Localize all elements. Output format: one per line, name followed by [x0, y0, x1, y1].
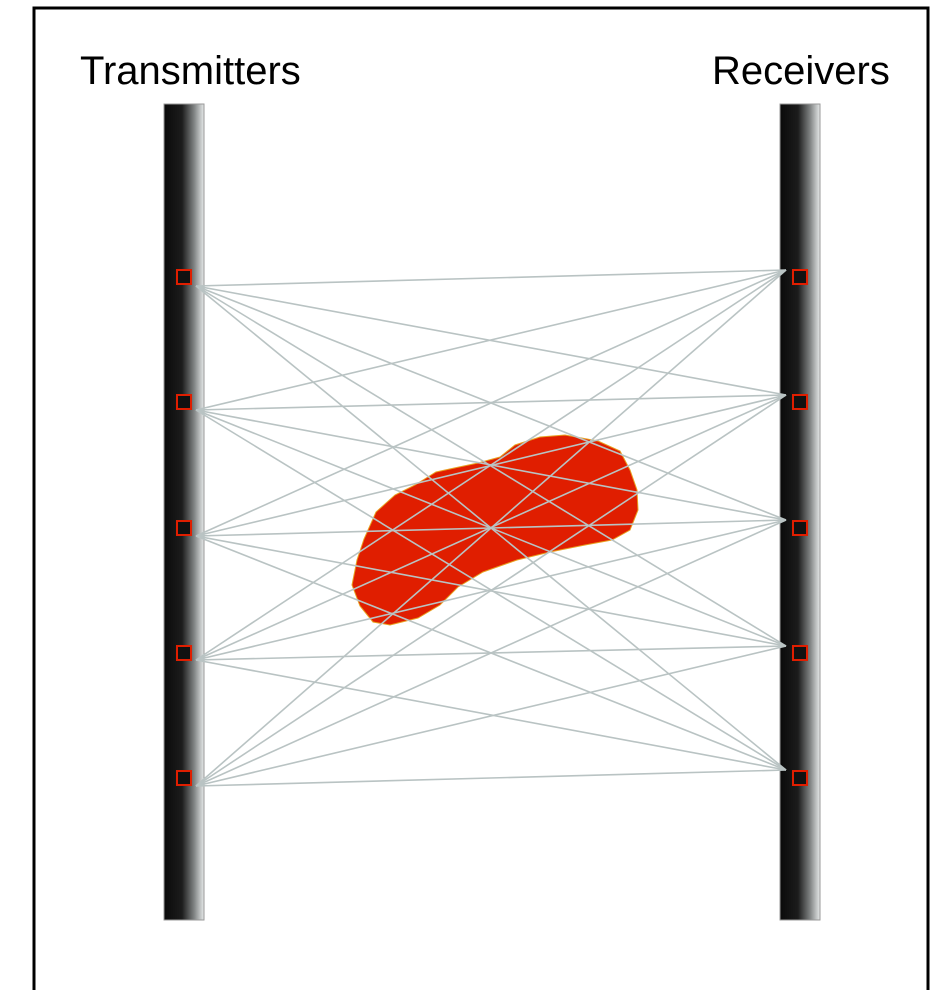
ray-t1-r1 [195, 269, 787, 287]
receiver-sensor-r1 [792, 269, 808, 285]
transmitter-borehole [163, 103, 205, 921]
transmitter-sensor-t1 [176, 269, 192, 285]
ray-t5-r2 [195, 394, 787, 787]
receiver-sensor-r5 [792, 770, 808, 786]
receiver-sensor-r3 [792, 520, 808, 536]
transmitter-sensor-t4 [176, 645, 192, 661]
transmitter-sensor-t5 [176, 770, 192, 786]
transmitter-sensor-t3 [176, 520, 192, 536]
ray-t4-r1 [195, 269, 787, 661]
transmitter-sensor-t2 [176, 394, 192, 410]
ray-t5-r5 [195, 769, 787, 787]
receiver-sensor-r4 [792, 645, 808, 661]
ray-t4-r5 [195, 659, 787, 771]
diagram-frame [32, 6, 930, 990]
ray-t3-r1 [195, 269, 787, 537]
receiver-borehole [779, 103, 821, 921]
ray-t5-r1 [195, 269, 787, 787]
ray-paths [195, 269, 787, 787]
receivers-label: Receivers [712, 49, 890, 93]
ray-t2-r1 [195, 269, 787, 411]
ray-t5-r4 [195, 645, 787, 787]
ray-t5-r3 [195, 519, 787, 787]
transmitters-label: Transmitters [80, 49, 301, 93]
sensors [176, 269, 808, 786]
receiver-sensor-r2 [792, 394, 808, 410]
